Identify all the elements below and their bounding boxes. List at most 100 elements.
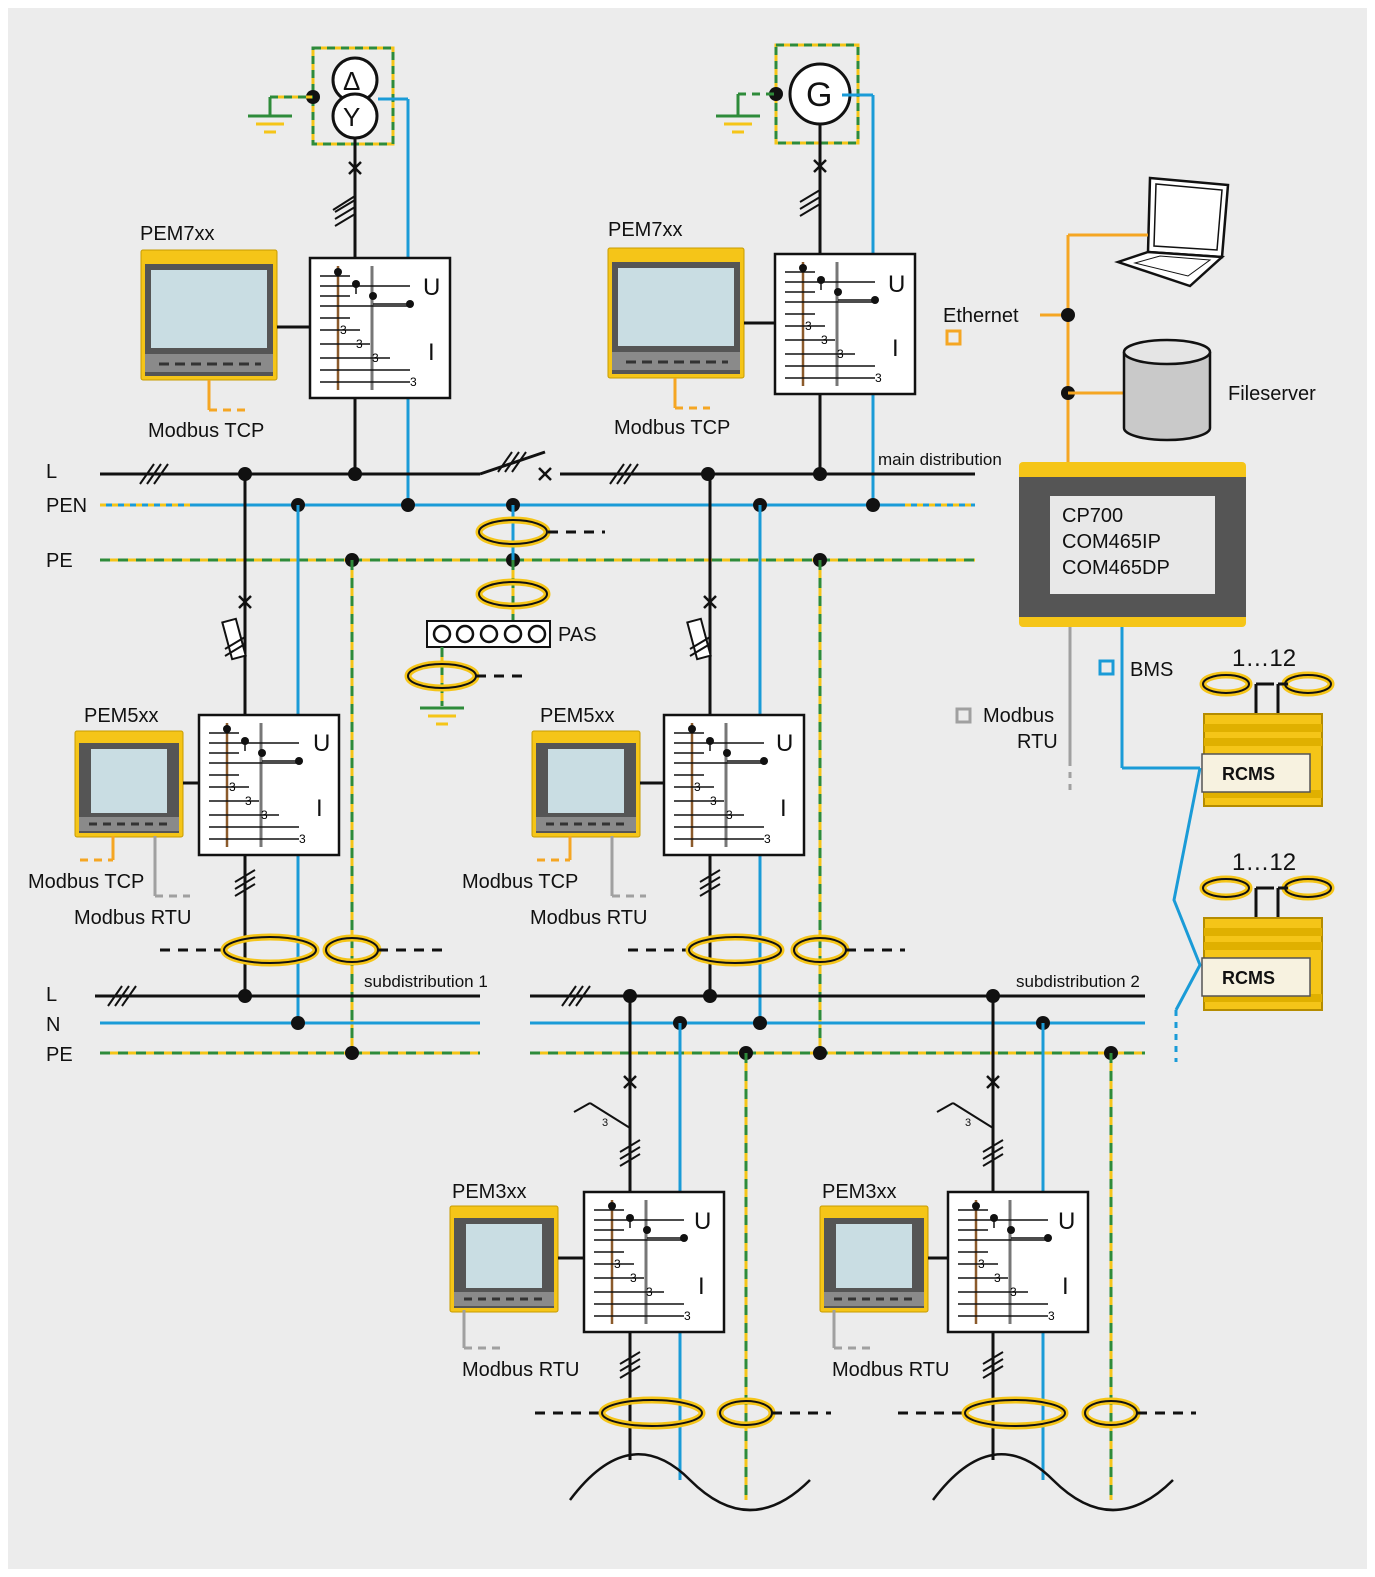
pem3xx-right-breaker-turns: 3	[965, 1117, 971, 1129]
rcms-1-ring-1-outline	[1202, 674, 1250, 694]
meter-i-label: I	[892, 335, 899, 362]
rcms-2-ring-1-outline	[1202, 878, 1250, 898]
pem5xx-left-device	[73, 729, 185, 839]
right-cts-ring-outline	[688, 936, 782, 964]
main-bus-l-slashes	[153, 463, 169, 485]
rcms-1-label-plate	[1201, 753, 1311, 793]
generator-label: G	[806, 76, 832, 114]
main-bus-l-slashes-2	[616, 463, 632, 485]
right-feeder-slashes	[699, 883, 721, 897]
pem3xx-left-load-curve	[569, 1453, 811, 1512]
right-feeder-cross	[703, 595, 717, 609]
pem3xx-left-breaker-turns: 3	[602, 1117, 608, 1129]
right-fuse-slashes	[689, 636, 711, 650]
pem3xx-right-device	[818, 1204, 930, 1314]
rcms-2-label-plate	[1201, 957, 1311, 997]
bus-label-pen: PEN	[46, 495, 87, 517]
pem3xx-right-breaker-contact	[952, 1102, 994, 1129]
left-feeder-slashes	[234, 876, 256, 890]
meter-i-label: I	[428, 339, 435, 366]
gateway-line: COM465IP	[1062, 531, 1161, 553]
left-feeder-slashes	[234, 869, 256, 883]
pem3xx-left-breaker-arrow	[573, 1102, 591, 1113]
rcms-2-label: RCMS	[1222, 968, 1275, 988]
rcms-2-ridge-3	[1204, 994, 1322, 1002]
meter-u-label: U	[1058, 1208, 1075, 1235]
sub1-label-n: N	[46, 1014, 60, 1036]
pem5xx-right-title: PEM5xx	[540, 705, 614, 727]
rcms-1-ridge-1	[1204, 724, 1322, 732]
meter-u-label: U	[694, 1208, 711, 1235]
ethernet-label: Ethernet	[943, 305, 1019, 327]
sub1-l-slashes	[107, 985, 123, 1007]
sub2-pe-junction	[813, 1046, 827, 1060]
left-cts-ring-outline	[223, 936, 317, 964]
rcms-2-ridge-1	[1204, 928, 1322, 936]
sub1-l-slashes	[121, 985, 137, 1007]
pem5xx-right-comm-rtu: Modbus RTU	[530, 907, 647, 929]
pas-terminal	[455, 624, 475, 644]
meter-i-label: I	[316, 795, 323, 822]
meter-i-label: I	[1062, 1273, 1069, 1300]
transformer-feeder-slashes	[334, 199, 356, 213]
coupler-slashes	[497, 451, 513, 473]
fileserver-label: Fileserver	[1228, 383, 1316, 405]
right-fuse-slashes	[689, 643, 711, 657]
fileserver-top-icon	[1122, 338, 1212, 366]
pem7xx-left-title: PEM7xx	[140, 223, 214, 245]
sub1-label-pe: PE	[46, 1044, 73, 1066]
transformer-delta-symbol: Δ	[343, 66, 360, 96]
ethernet-legend-icon	[945, 329, 962, 346]
pem7xx-right-comm: Modbus TCP	[614, 417, 730, 439]
subdistribution-2-title: subdistribution 2	[1016, 972, 1140, 991]
pem3xx-left-title: PEM3xx	[452, 1181, 526, 1203]
main-bus-l-slashes-2	[623, 463, 639, 485]
bus-l-junction	[701, 467, 715, 481]
pas-terminal	[432, 624, 452, 644]
pem5xx-left-comm-rtu: Modbus RTU	[74, 907, 191, 929]
pem3xx-left-lower-slashes	[619, 1365, 641, 1379]
rcms-2-range: 1…12	[1232, 849, 1296, 876]
bus-label-pe: PE	[46, 550, 73, 572]
pem3xx-right-lower-slashes	[982, 1351, 1004, 1365]
modbus-label: Modbus	[983, 705, 1054, 727]
pem3xx-left-lower-slashes	[619, 1351, 641, 1365]
sub2-l-slashes	[568, 985, 584, 1007]
pem3xx-left-breaker-contact	[589, 1102, 631, 1129]
pem3xx-right-lower-slashes	[982, 1365, 1004, 1379]
bus-pen-junction	[866, 498, 880, 512]
rcms-1-range: 1…12	[1232, 645, 1296, 672]
transformer-frame-green	[311, 46, 395, 146]
laptop-keys	[1133, 255, 1212, 277]
pem3xx-right-comm-rtu: Modbus RTU	[832, 1359, 949, 1381]
pem5xx-right-device	[530, 729, 642, 839]
right-feeder-slashes	[699, 876, 721, 890]
generator-pe-dot	[769, 87, 783, 101]
meter-u-label: U	[313, 730, 330, 757]
bus-l-junction	[348, 467, 362, 481]
pem3xx-left-device	[448, 1204, 560, 1314]
central-cts-ring-1-outline	[478, 519, 548, 545]
bms-label: BMS	[1130, 659, 1173, 681]
sub2-n-junction	[753, 1016, 767, 1030]
rcms-1-label: RCMS	[1222, 764, 1275, 784]
meter-i-label: I	[780, 795, 787, 822]
sub1-l-slashes	[114, 985, 130, 1007]
left-fuse-icon	[221, 617, 247, 661]
sub1-l-junction	[238, 989, 252, 1003]
bus-label-l: L	[46, 461, 57, 483]
transformer-star-symbol: Y	[343, 102, 360, 132]
transformer-breaker-cross	[348, 161, 362, 175]
pem3xx-right-load-curve	[932, 1453, 1174, 1512]
pem3xx-left-lower-slashes	[619, 1358, 641, 1372]
meter-i-label: I	[698, 1273, 705, 1300]
ethernet-junction-1	[1061, 308, 1075, 322]
coupler-slashes	[504, 451, 520, 473]
main-bus-l-slashes-2	[609, 463, 625, 485]
bus-coupler-cross	[538, 467, 552, 481]
sub1-pe-junction	[345, 1046, 359, 1060]
bus-l-junction	[813, 467, 827, 481]
modbus-legend-icon	[955, 707, 972, 724]
pem3xx-left-upper-slashes	[619, 1153, 641, 1167]
